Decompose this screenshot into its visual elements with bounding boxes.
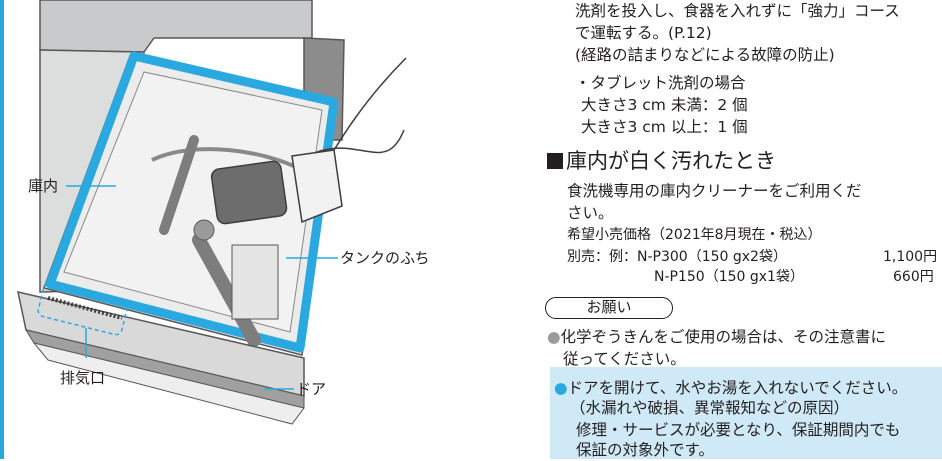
exhaust-vents xyxy=(47,296,123,320)
cloth xyxy=(291,149,343,224)
tank-rim-highlight xyxy=(45,51,339,353)
warning-box: ●ドアを開けて、水やお湯を入れないでください。 （水漏れや破損、異常報知などの原… xyxy=(550,367,942,459)
exhaust-dashed-outline xyxy=(37,280,129,336)
label-tank-rim: タンクのふち xyxy=(340,249,430,267)
instruction-text-column: 洗剤を投入し、食器を入れずに「強力」コース で運転する。(P.12) (経路の詰… xyxy=(545,0,942,459)
request-badge: お願い xyxy=(545,297,673,319)
filter-grid xyxy=(231,244,279,320)
warning-line: 修理・サービスが必要となり、保証期間内でも xyxy=(576,421,901,439)
label-interior: 庫内 xyxy=(28,177,59,195)
text-line: 大きさ3 cm 以上：1 個 xyxy=(581,118,748,136)
warning-line: 保証の対象外です。 xyxy=(576,441,714,459)
request-line: 従ってください。 xyxy=(563,350,686,368)
bullet-icon: ● xyxy=(554,379,568,397)
bullet-icon: ● xyxy=(547,328,561,346)
text-line: ・タブレット洗剤の場合 xyxy=(575,74,746,92)
section-heading: 庫内が白く汚れたとき xyxy=(547,148,776,174)
product-label: 別売：例：N-P300（150 gx2袋） xyxy=(567,249,787,265)
product-label: N-P150（150 gx1袋） xyxy=(654,269,804,285)
label-door: ドア xyxy=(296,380,327,398)
warning-line: ●ドアを開けて、水やお湯を入れないでください。 xyxy=(554,379,908,397)
square-bullet-icon xyxy=(547,153,563,169)
text-line: さい。 xyxy=(567,204,614,222)
illustration-panel: 庫内 タンクのふち 排気口 ドア xyxy=(0,0,430,459)
dishwasher-illustration xyxy=(17,0,407,425)
text-line: 洗剤を投入し、食器を入れずに「強力」コース xyxy=(575,2,900,20)
request-line: ●化学ぞうきんをご使用の場合は、その注意書に xyxy=(547,328,887,346)
text-line: 食洗機専用の庫内クリーナーをご利用くだ xyxy=(567,182,862,200)
cabinet-top-panel xyxy=(39,0,313,53)
label-exhaust: 排気口 xyxy=(60,369,106,387)
product-price: 660円 xyxy=(893,269,934,285)
text-line: 大きさ3 cm 未満：2 個 xyxy=(581,96,748,114)
warning-line: （水漏れや破損、異常報知などの原因） xyxy=(570,399,850,417)
price-note: 希望小売価格（2021年8月現在・税込） xyxy=(567,227,822,243)
text-line: (経路の詰まりなどによる故障の防止) xyxy=(575,46,835,64)
text-line: で運転する。(P.12) xyxy=(575,24,712,42)
product-price: 1,100円 xyxy=(883,249,938,265)
